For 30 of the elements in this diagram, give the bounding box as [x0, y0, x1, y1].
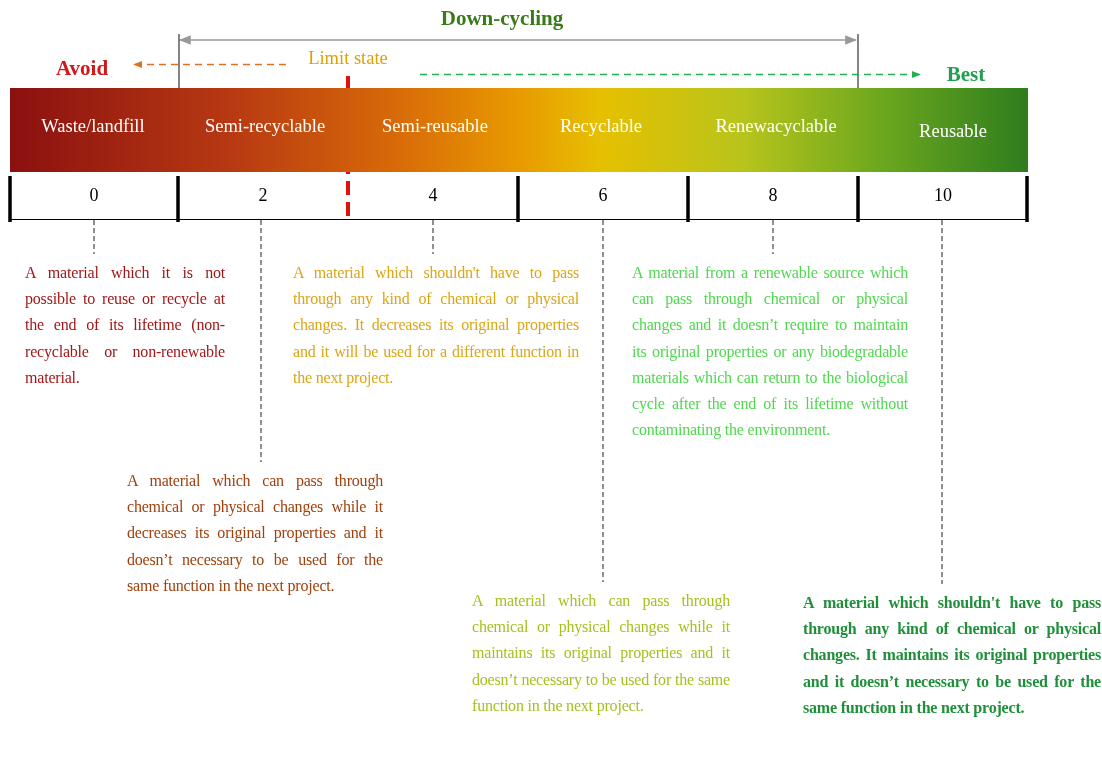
leader-line — [260, 219, 262, 463]
range-title: Down-cycling — [439, 6, 565, 31]
avoid-label: Avoid — [46, 56, 118, 81]
description-text: A material which can pass through chemical or physical changes while it decreases its original properties and it doesn’t necessary to be used for the same function in the next project. — [127, 468, 383, 599]
leader-line — [941, 219, 943, 585]
limit-state-label: Limit state — [290, 48, 406, 69]
category-label: Waste/landfill — [41, 116, 145, 137]
score-cell: 4 — [348, 172, 518, 220]
description-text: A material which shouldn't have to pass through any kind of chemical or physical changes. It decreases its original properties and it will be used for a different function in the next project. — [293, 260, 579, 391]
category-label: Recyclable — [559, 116, 643, 137]
leader-line — [772, 219, 774, 255]
description-text: A material which can pass through chemical or physical changes while it maintains its original properties and it doesn’t necessary to be used for the same function in the next project. — [472, 588, 730, 719]
category-label: Semi-reusable — [382, 116, 488, 137]
description-text: A material from a renewable source which can pass through chemical or physical changes and it doesn’t require to maintain its original properties or any biodegradable materials which can return to the biological cycle after the end of its lifetime without contaminating the environment. — [632, 260, 908, 444]
category-label: Semi-recyclable — [204, 116, 326, 137]
category-label: Reusable — [919, 121, 987, 142]
score-cell: 0 — [10, 172, 178, 220]
score-cell: 2 — [178, 172, 348, 220]
category-label: Renewacyclable — [715, 116, 837, 137]
arrow — [419, 70, 921, 79]
arrow — [133, 60, 287, 69]
score-cell: 8 — [688, 172, 858, 220]
score-cell: 6 — [518, 172, 688, 220]
score-cell: 10 — [858, 172, 1028, 220]
description-text: A material which it is not possible to reuse or recycle at the end of its lifetime (non-recyclable or non-renewable material. — [25, 260, 225, 391]
description-text: A material which shouldn't have to pass through any kind of chemical or physical changes. It maintains its original properties and it doesn’t necessary to be used for the same function in the next project. — [803, 590, 1101, 721]
best-label: Best — [938, 62, 994, 87]
leader-line — [432, 219, 434, 255]
leader-line — [93, 219, 95, 255]
leader-line — [602, 219, 604, 583]
